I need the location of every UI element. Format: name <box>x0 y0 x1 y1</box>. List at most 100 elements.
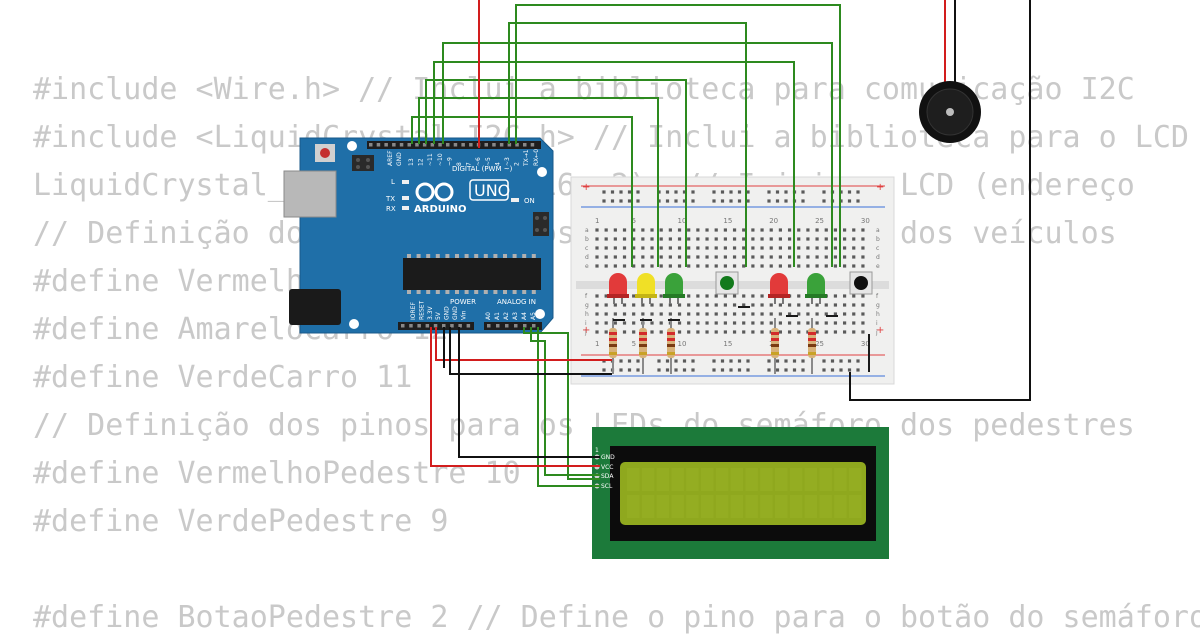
breadboard-column-number: 1 <box>595 217 599 225</box>
pin-label: Vin <box>460 310 467 320</box>
code-line: #define BotaoPedestre 2 // Define o pino… <box>33 600 1200 635</box>
resistor <box>609 318 617 374</box>
pin-label: A1 <box>494 312 501 320</box>
pin-label: RX←0 <box>533 149 540 166</box>
on-led-label: ON <box>524 197 535 205</box>
pin-label: ~11 <box>427 153 434 166</box>
lcd-pin-one-label: 1 <box>595 447 599 454</box>
resistor <box>808 318 816 374</box>
pin-label: 8 <box>456 162 463 166</box>
analog-header-label: ANALOG IN <box>497 298 536 306</box>
wires-green <box>411 4 841 487</box>
led-green-pedestrian <box>805 273 827 304</box>
breadboard-row-letter: e <box>876 263 880 270</box>
pin-label: ~5 <box>485 157 492 166</box>
svg-text:+: + <box>582 325 590 336</box>
pin-label: AREF <box>387 150 394 166</box>
lcd-pin-vcc-label: VCC <box>601 464 613 471</box>
power-jack <box>289 289 341 325</box>
pin-label: 3.3V <box>427 305 434 320</box>
wires-red <box>430 0 612 467</box>
led-rx-label: RX <box>386 205 396 213</box>
breadboard-column-number: 10 <box>678 217 687 225</box>
breadboard-column-number: 1 <box>595 340 599 348</box>
breadboard-row-letter: d <box>585 254 589 261</box>
pin-label: ~3 <box>504 157 511 166</box>
pedestrian-push-button[interactable] <box>715 271 739 295</box>
breadboard-column-number: 30 <box>861 217 870 225</box>
code-line: #define VerdePedestre 9 <box>33 504 449 539</box>
arduino-uno-board: L TX RX UNO ARDUINO ON DIGITAL (PWM ~) P… <box>283 137 554 334</box>
wires-black <box>443 0 1031 458</box>
reset-button-icon <box>320 148 330 158</box>
lcd-pin-sda-label: SDA <box>601 473 614 480</box>
breadboard-row-letter: a <box>585 227 589 234</box>
breadboard-row-letter: b <box>585 236 589 243</box>
breadboard-row-letter: f <box>585 293 588 300</box>
resistor <box>667 318 675 374</box>
led-l-label: L <box>391 178 395 186</box>
breadboard-row-letter: f <box>876 293 879 300</box>
resistors <box>609 318 816 374</box>
board-brand-label: ARDUINO <box>414 204 466 215</box>
pin-label: 13 <box>408 158 415 166</box>
breadboard-row-letter: e <box>585 263 589 270</box>
led-red-pedestrian <box>768 273 790 304</box>
breadboard-row-letter: g <box>876 302 880 309</box>
pin-label: GND <box>452 306 459 320</box>
breadboard-row-letter: h <box>585 311 589 318</box>
breadboard-column-number: 20 <box>769 217 778 225</box>
digital-header-label: DIGITAL (PWM ~) <box>452 165 513 173</box>
lcd-pin-scl-label: SCL <box>601 483 613 490</box>
usb-port <box>283 170 337 218</box>
svg-text:+: + <box>876 182 884 193</box>
pin-label: A0 <box>485 312 492 320</box>
pin-label: 5V <box>435 311 442 320</box>
breadboard-column-number: 25 <box>815 340 824 348</box>
lcd-16x2-i2c: 1 GND VCC SDA SCL <box>592 427 889 559</box>
breadboard-column-number: 15 <box>723 217 732 225</box>
svg-text:+: + <box>582 182 590 193</box>
breadboard-jumpers <box>613 306 870 372</box>
breadboard-row-letter: d <box>876 254 880 261</box>
pin-label: 7 <box>466 162 473 166</box>
pin-label: IOREF <box>410 302 417 320</box>
power-header-label: POWER <box>450 298 476 306</box>
pin-label: A3 <box>512 312 519 320</box>
svg-text:+: + <box>876 325 884 336</box>
led-red-car <box>607 273 629 304</box>
breadboard-row-letter: i <box>585 320 587 327</box>
led-tx-label: TX <box>385 195 395 203</box>
breadboard-row-letter: j <box>875 329 878 336</box>
atmega-chip <box>403 258 541 290</box>
breadboard-column-number: 15 <box>723 340 732 348</box>
led-green-car <box>663 273 685 304</box>
breadboard-row-letter: g <box>585 302 589 309</box>
pin-label: 4 <box>494 162 501 166</box>
code-line: #define VermelhoPedestre 10 <box>33 456 521 491</box>
breadboard-column-number: 30 <box>861 340 870 348</box>
pin-label: A5 <box>530 312 537 320</box>
breadboard-column-number: 10 <box>678 340 687 348</box>
push-button-black[interactable] <box>849 271 873 295</box>
pin-label: 12 <box>418 158 425 166</box>
pin-label: RESET <box>418 300 425 320</box>
breadboard-column-number: 5 <box>632 340 636 348</box>
breadboard-column-number: 25 <box>815 217 824 225</box>
analog-header <box>484 322 542 330</box>
breadboard-row-letter: c <box>585 245 588 252</box>
breadboard-row-letter: j <box>584 329 587 336</box>
breadboard-row-letter: a <box>876 227 880 234</box>
piezo-buzzer <box>919 0 981 143</box>
lcd-pin-gnd-label: GND <box>601 454 615 461</box>
breadboard-column-number: 5 <box>632 217 636 225</box>
infinity-logo-icon <box>415 182 454 202</box>
pin-label: A2 <box>503 312 510 320</box>
pin-label: A4 <box>521 312 528 320</box>
board-model-label: UNO <box>474 181 510 200</box>
resistor <box>771 318 779 374</box>
pin-label: TX→1 <box>523 149 530 167</box>
breadboard-labels: 115510101515202025253030aabbccddeeffgghh… <box>584 217 880 348</box>
resistor <box>639 318 647 374</box>
